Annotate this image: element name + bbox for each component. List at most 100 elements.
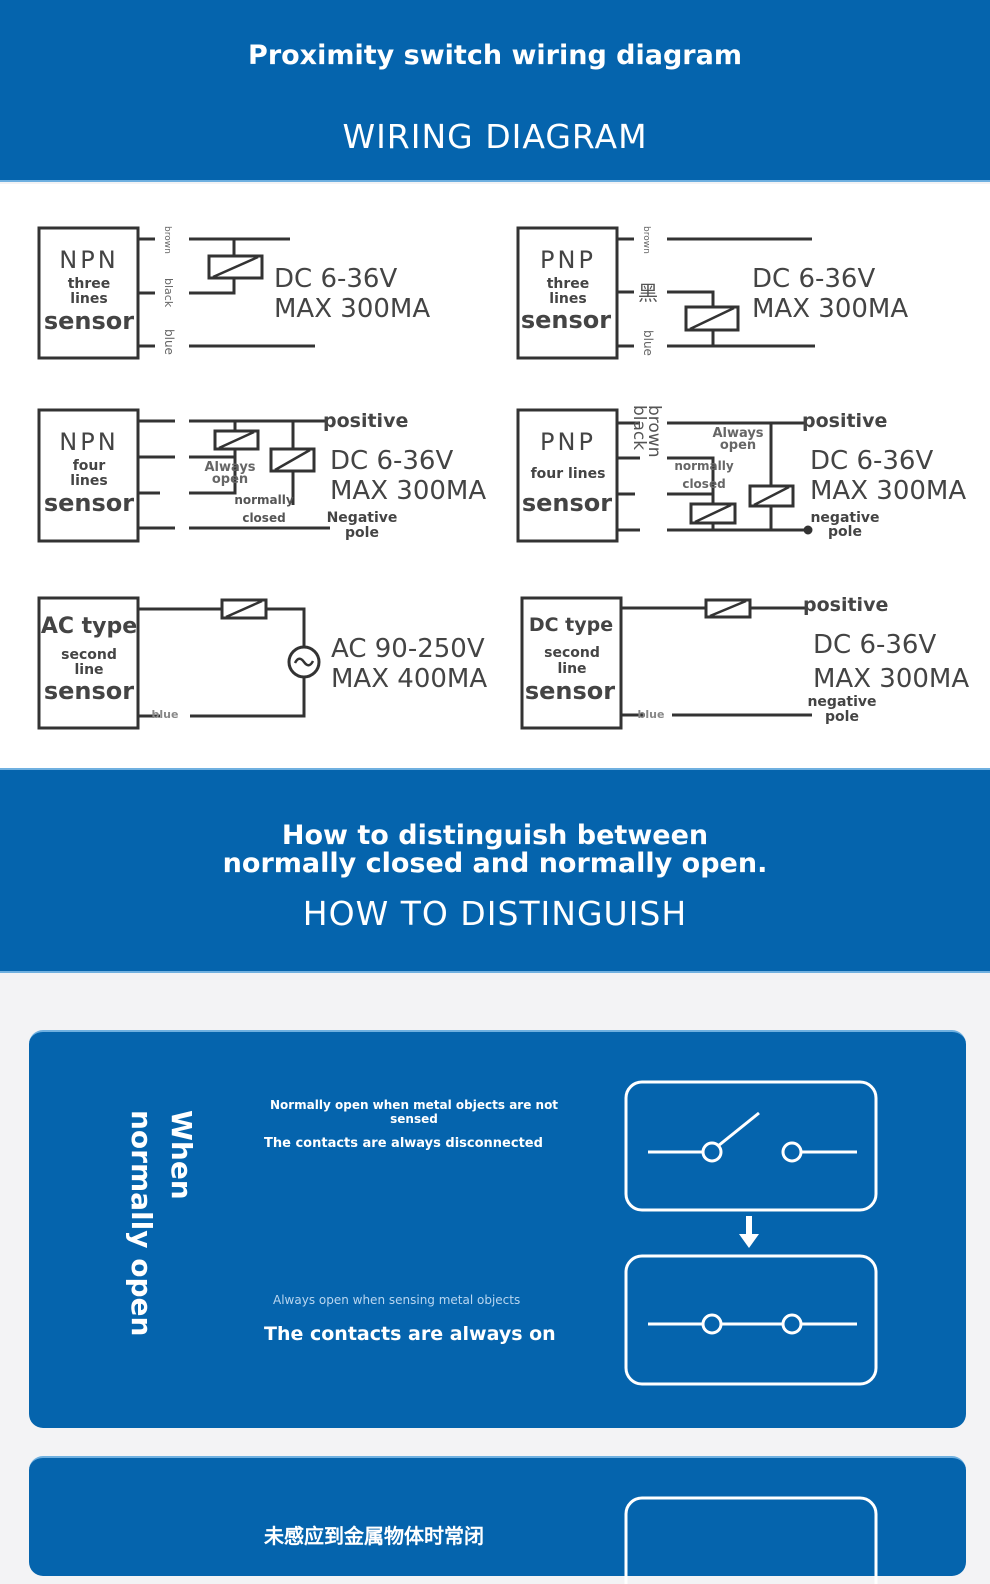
page-subtitle: WIRING DIAGRAM (342, 117, 648, 156)
sensor-lines-2: lines (70, 291, 107, 307)
sensor-lines-2: line (74, 662, 103, 678)
voltage-spec: DC 6-36V (330, 446, 453, 476)
arrow-down-icon (739, 1216, 759, 1248)
always-open-label-1: Always (204, 460, 255, 475)
sensor-label: sensor (525, 677, 615, 705)
sensor-lines-1: four (73, 458, 106, 474)
page-title: Proximity switch wiring diagram (248, 40, 742, 71)
sensor-type: NPN (59, 246, 118, 274)
always-open-label-2: open (720, 438, 756, 453)
sensor-lines-1: three (68, 276, 111, 292)
wire-label-brown: brown (641, 226, 651, 254)
card-vertical-label: When normally open (125, 1110, 198, 1337)
relay-coil-icon (684, 305, 740, 332)
diagram-pnp-three-lines: PNP three lines sensor brown 黑 blue DC 6… (516, 226, 908, 360)
state2-caption: Always open when sensing metal objects (273, 1293, 521, 1307)
wire-label-blue: blue (152, 708, 179, 721)
negative-label-1: negative (810, 510, 879, 526)
normally-open-card: When normally open Normally open when me… (29, 1030, 966, 1428)
state1-text: The contacts are always disconnected (264, 1136, 543, 1151)
wiring-diagrams-panel: NPN three lines sensor brown black blue … (0, 184, 990, 768)
diagram-dc-two-wire: DC type second line sensor blue positive… (520, 594, 969, 730)
voltage-spec: DC 6-36V (274, 264, 397, 294)
relay-coil-icon (689, 502, 737, 525)
always-open-label-1: Always (712, 426, 763, 441)
sensor-type: AC type (41, 614, 137, 639)
voltage-spec: DC 6-36V (810, 446, 933, 476)
negative-label-1: Negative (327, 510, 398, 526)
header-banner: Proximity switch wiring diagram WIRING D… (0, 0, 990, 182)
sensor-type: NPN (59, 428, 118, 456)
voltage-spec: DC 6-36V (813, 630, 936, 660)
positive-label: positive (802, 410, 887, 432)
positive-label: positive (323, 410, 408, 432)
negative-label-2: pole (828, 524, 862, 540)
always-open-label-2: open (212, 472, 248, 487)
sensor-lines: four lines (531, 466, 606, 482)
load-resistor-icon (220, 598, 268, 620)
sensor-lines-2: line (557, 661, 586, 677)
current-spec: MAX 300MA (330, 476, 486, 506)
wire-label-black: 黑 (638, 281, 658, 305)
distinguish-banner: How to distinguish between normally clos… (0, 768, 990, 973)
sensor-lines-2: lines (70, 473, 107, 489)
current-spec: MAX 300MA (274, 294, 430, 324)
relay-coil-icon (213, 429, 260, 451)
sensor-type: PNP (540, 428, 596, 456)
open-switch-icon (624, 1080, 878, 1212)
section-title: How to distinguish between normally clos… (222, 820, 768, 879)
wire-label-black: black (162, 278, 175, 308)
negative-label-2: pole (825, 709, 859, 725)
diagram-pnp-four-lines: PNP four lines sensor brown black positi… (516, 405, 966, 543)
wire-label-blue: blue (162, 329, 176, 355)
wire-label-blue: blue (638, 708, 665, 721)
positive-label: positive (803, 594, 888, 616)
voltage-spec: DC 6-36V (752, 264, 875, 294)
state1-caption: Normally open when metal objects are not… (269, 1098, 559, 1126)
wire-label-blue: blue (641, 330, 655, 356)
sensor-box (37, 596, 140, 730)
current-spec: MAX 300MA (810, 476, 966, 506)
normally-closed-label-1: normally (234, 493, 294, 507)
negative-label-2: pole (345, 525, 379, 541)
sensor-label: sensor (521, 306, 611, 334)
sensor-lines-1: second (61, 647, 117, 663)
wire-label-brown: brown (644, 405, 664, 458)
normally-closed-label-2: closed (682, 477, 725, 491)
normally-closed-label-1: normally (674, 459, 734, 473)
diagram-npn-four-lines: NPN four lines sensor positive Always op… (37, 408, 486, 543)
normally-closed-card: 未感应到金属物体时常闭 (29, 1456, 966, 1584)
wiring-diagrams-svg: NPN three lines sensor brown black blue … (37, 226, 969, 730)
relay-coil-icon (207, 254, 264, 280)
negative-label-1: negative (807, 694, 876, 710)
closed-switch-icon (624, 1254, 878, 1386)
switch-frame-icon (624, 1496, 878, 1584)
load-resistor-icon (704, 598, 752, 619)
switch-illustration-partial (624, 1496, 878, 1584)
ac-source-icon (287, 645, 321, 679)
sensor-box (520, 596, 623, 730)
current-spec: MAX 300MA (813, 664, 969, 694)
sensor-lines-2: lines (549, 291, 586, 307)
sensor-label: sensor (522, 489, 612, 517)
sensor-box (37, 408, 140, 543)
normally-closed-label-2: closed (242, 511, 285, 525)
wire-label-brown: brown (162, 226, 172, 254)
sensor-type: DC type (529, 614, 613, 636)
sensor-lines-1: three (547, 276, 590, 292)
sensor-type: PNP (540, 246, 596, 274)
section-subtitle: HOW TO DISTINGUISH (302, 894, 688, 933)
sensor-label: sensor (44, 677, 134, 705)
diagram-npn-three-lines: NPN three lines sensor brown black blue … (37, 226, 430, 360)
switch-states-illustration (624, 1080, 878, 1386)
current-spec: MAX 300MA (752, 294, 908, 324)
sensor-label: sensor (44, 489, 134, 517)
card2-caption: 未感应到金属物体时常闭 (264, 1524, 484, 1548)
diagram-ac-two-wire: AC type second line sensor blue AC 90-25… (37, 596, 487, 730)
current-spec: MAX 400MA (331, 664, 487, 694)
relay-coil-icon (269, 447, 316, 473)
sensor-label: sensor (44, 307, 134, 335)
sensor-box (516, 408, 619, 543)
voltage-spec: AC 90-250V (331, 634, 485, 664)
wire-label-black: black (629, 405, 649, 450)
